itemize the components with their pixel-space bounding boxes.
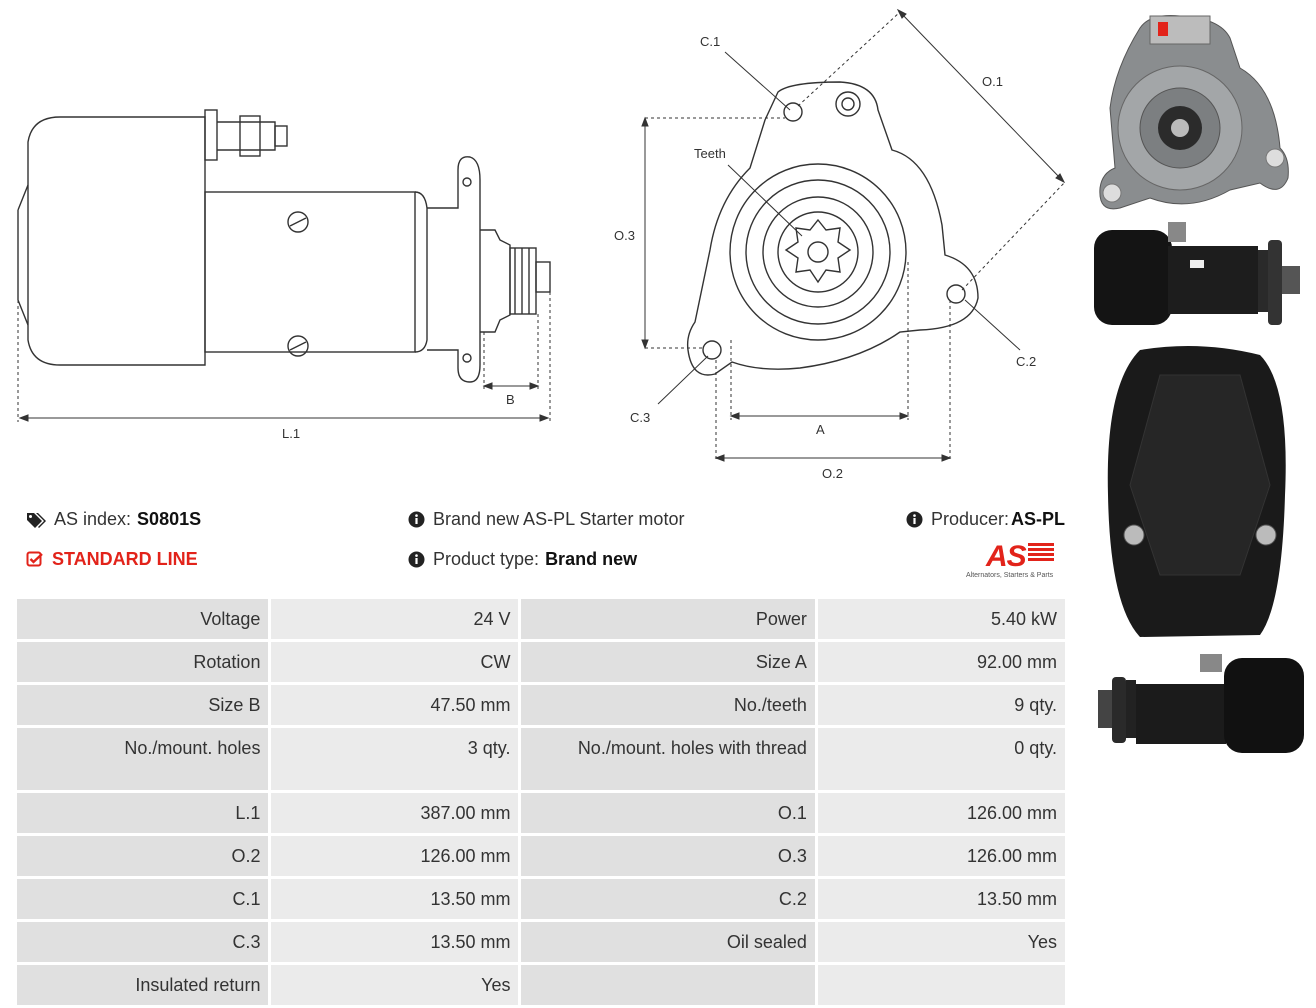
spec-label: No./mount. holes	[17, 728, 269, 790]
standard-line-badge: STANDARD LINE	[26, 549, 198, 570]
label-b: B	[506, 392, 515, 407]
label-c2: C.2	[1016, 354, 1036, 369]
logo-mark: AS	[986, 540, 1027, 573]
product-photo-side	[1094, 222, 1300, 325]
spec-label: Power	[521, 599, 815, 639]
table-row: O.2 126.00 mm O.3 126.00 mm	[17, 836, 1065, 876]
label-teeth: Teeth	[694, 146, 726, 161]
spec-label: No./teeth	[521, 685, 815, 725]
spec-value: 13.50 mm	[817, 879, 1065, 919]
spec-value: 13.50 mm	[271, 922, 519, 962]
spec-value: 126.00 mm	[817, 793, 1065, 833]
as-index-value: S0801S	[137, 509, 202, 529]
as-index-label: AS index:	[54, 509, 132, 529]
spec-label: Oil sealed	[521, 922, 815, 962]
spec-value: 3 qty.	[271, 728, 519, 790]
spec-label: Size A	[521, 642, 815, 682]
standard-line-text: STANDARD LINE	[52, 549, 198, 569]
spec-value: 24 V	[271, 599, 519, 639]
table-row: C.3 13.50 mm Oil sealed Yes	[17, 922, 1065, 962]
spec-label: Size B	[17, 685, 269, 725]
label-c3: C.3	[630, 410, 650, 425]
spec-label: O.1	[521, 793, 815, 833]
label-o3: O.3	[614, 228, 635, 243]
spec-value: 126.00 mm	[271, 836, 519, 876]
logo-tagline: Alternators, Starters & Parts	[966, 572, 1054, 579]
producer-label: Producer:	[931, 509, 1010, 529]
label-l1: L.1	[282, 426, 300, 441]
spec-label: Insulated return	[17, 965, 269, 1005]
spec-value: 387.00 mm	[271, 793, 519, 833]
product-type: Product type: Brand new	[408, 549, 637, 570]
spec-label: No./mount. holes with thread	[521, 728, 815, 790]
spec-label	[521, 965, 815, 1005]
as-pl-logo: AS Alternators, Starters & Parts	[966, 540, 1068, 582]
spec-value: 92.00 mm	[817, 642, 1065, 682]
product-photo-front	[1099, 15, 1289, 210]
product-photo-rear	[1107, 346, 1286, 637]
spec-label: L.1	[17, 793, 269, 833]
info-icon	[408, 551, 425, 568]
spec-label: C.2	[521, 879, 815, 919]
spec-label: C.1	[17, 879, 269, 919]
spec-value: 13.50 mm	[271, 879, 519, 919]
spec-label: Voltage	[17, 599, 269, 639]
table-row: Voltage 24 V Power 5.40 kW	[17, 599, 1065, 639]
spec-label: O.3	[521, 836, 815, 876]
front-view-drawing: C.1 O.1 Teeth O.3 C.2 C.3 A O.2	[614, 8, 1066, 481]
description-text: Brand new AS-PL Starter motor	[433, 509, 685, 529]
label-o2: O.2	[822, 466, 843, 481]
product-description: Brand new AS-PL Starter motor	[408, 509, 684, 530]
spec-label: Rotation	[17, 642, 269, 682]
check-square-icon	[26, 551, 43, 566]
producer: Producer: AS-PL	[906, 509, 1065, 530]
spec-value: Yes	[271, 965, 519, 1005]
spec-value: 126.00 mm	[817, 836, 1065, 876]
table-row: L.1 387.00 mm O.1 126.00 mm	[17, 793, 1065, 833]
as-index: AS index: S0801S	[26, 509, 201, 530]
spec-value: 47.50 mm	[271, 685, 519, 725]
spec-table: Voltage 24 V Power 5.40 kW Rotation CW S…	[14, 596, 1068, 1008]
info-icon	[408, 511, 425, 528]
producer-value: AS-PL	[1011, 509, 1066, 529]
label-c1: C.1	[700, 34, 720, 49]
table-row: Insulated return Yes	[17, 965, 1065, 1005]
label-o1: O.1	[982, 74, 1003, 89]
spec-value: Yes	[817, 922, 1065, 962]
spec-value: CW	[271, 642, 519, 682]
table-row: C.1 13.50 mm C.2 13.50 mm	[17, 879, 1065, 919]
spec-label: O.2	[17, 836, 269, 876]
side-view-drawing: L.1 B	[17, 109, 551, 441]
spec-value	[817, 965, 1065, 1005]
spec-value: 9 qty.	[817, 685, 1065, 725]
spec-value: 5.40 kW	[817, 599, 1065, 639]
product-type-value: Brand new	[545, 549, 638, 569]
product-type-label: Product type:	[433, 549, 540, 569]
table-row: No./mount. holes 3 qty. No./mount. holes…	[17, 728, 1065, 790]
table-row: Size B 47.50 mm No./teeth 9 qty.	[17, 685, 1065, 725]
info-icon	[906, 511, 923, 528]
logo-bars	[1028, 543, 1054, 567]
spec-value: 0 qty.	[817, 728, 1065, 790]
label-a: A	[816, 422, 825, 437]
tags-icon	[27, 512, 46, 528]
spec-label: C.3	[17, 922, 269, 962]
product-photo-side-2	[1098, 654, 1304, 753]
table-row: Rotation CW Size A 92.00 mm	[17, 642, 1065, 682]
